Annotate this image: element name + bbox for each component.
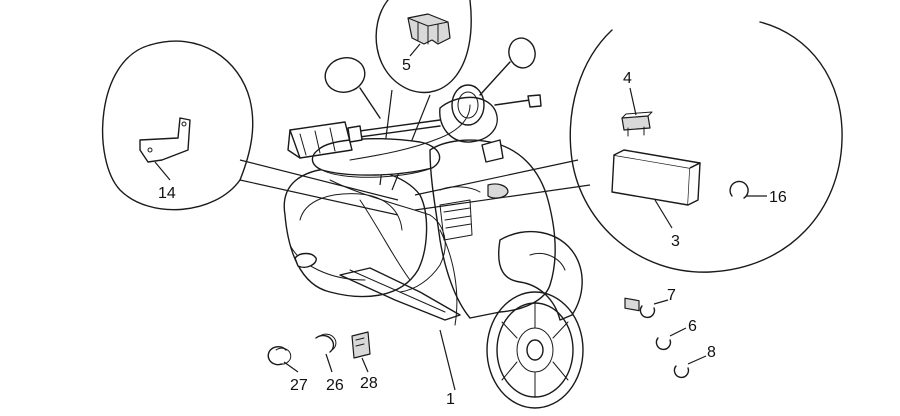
scooter-illustration: [283, 37, 584, 409]
part-7-clip[interactable]: [639, 305, 656, 319]
callout-5: 5: [402, 57, 411, 74]
callout-14: 14: [158, 185, 176, 202]
part-3-control-unit[interactable]: [611, 149, 701, 312]
part-8-clip[interactable]: [673, 365, 690, 379]
callout-labels: 1 3 4 5 6 7 8 14 16 26 27 28: [158, 57, 787, 408]
part-6-clip[interactable]: [655, 337, 672, 351]
callout-1: 1: [446, 391, 455, 408]
callout-16: 16: [769, 189, 787, 206]
part-26-clip[interactable]: [315, 333, 337, 353]
part-16-clip[interactable]: [729, 180, 749, 199]
callout-26: 26: [326, 377, 344, 394]
part-14-bracket[interactable]: [139, 117, 191, 163]
part-27-clip[interactable]: [267, 346, 292, 366]
detail-circle-top: [375, 0, 472, 94]
detail-circle-right: [569, 21, 843, 273]
callout-8: 8: [707, 344, 716, 361]
part-4-fuse[interactable]: [621, 111, 653, 137]
part-28-connector[interactable]: [351, 331, 371, 359]
leader-lines: [154, 43, 767, 391]
part-5-relay[interactable]: [407, 13, 451, 45]
callout-7: 7: [667, 287, 676, 304]
detail-circle-left: [101, 40, 254, 211]
callout-28: 28: [360, 375, 378, 392]
callout-3: 3: [671, 233, 680, 250]
callout-6: 6: [688, 318, 697, 335]
callout-27: 27: [290, 377, 308, 394]
callout-4: 4: [623, 70, 632, 87]
